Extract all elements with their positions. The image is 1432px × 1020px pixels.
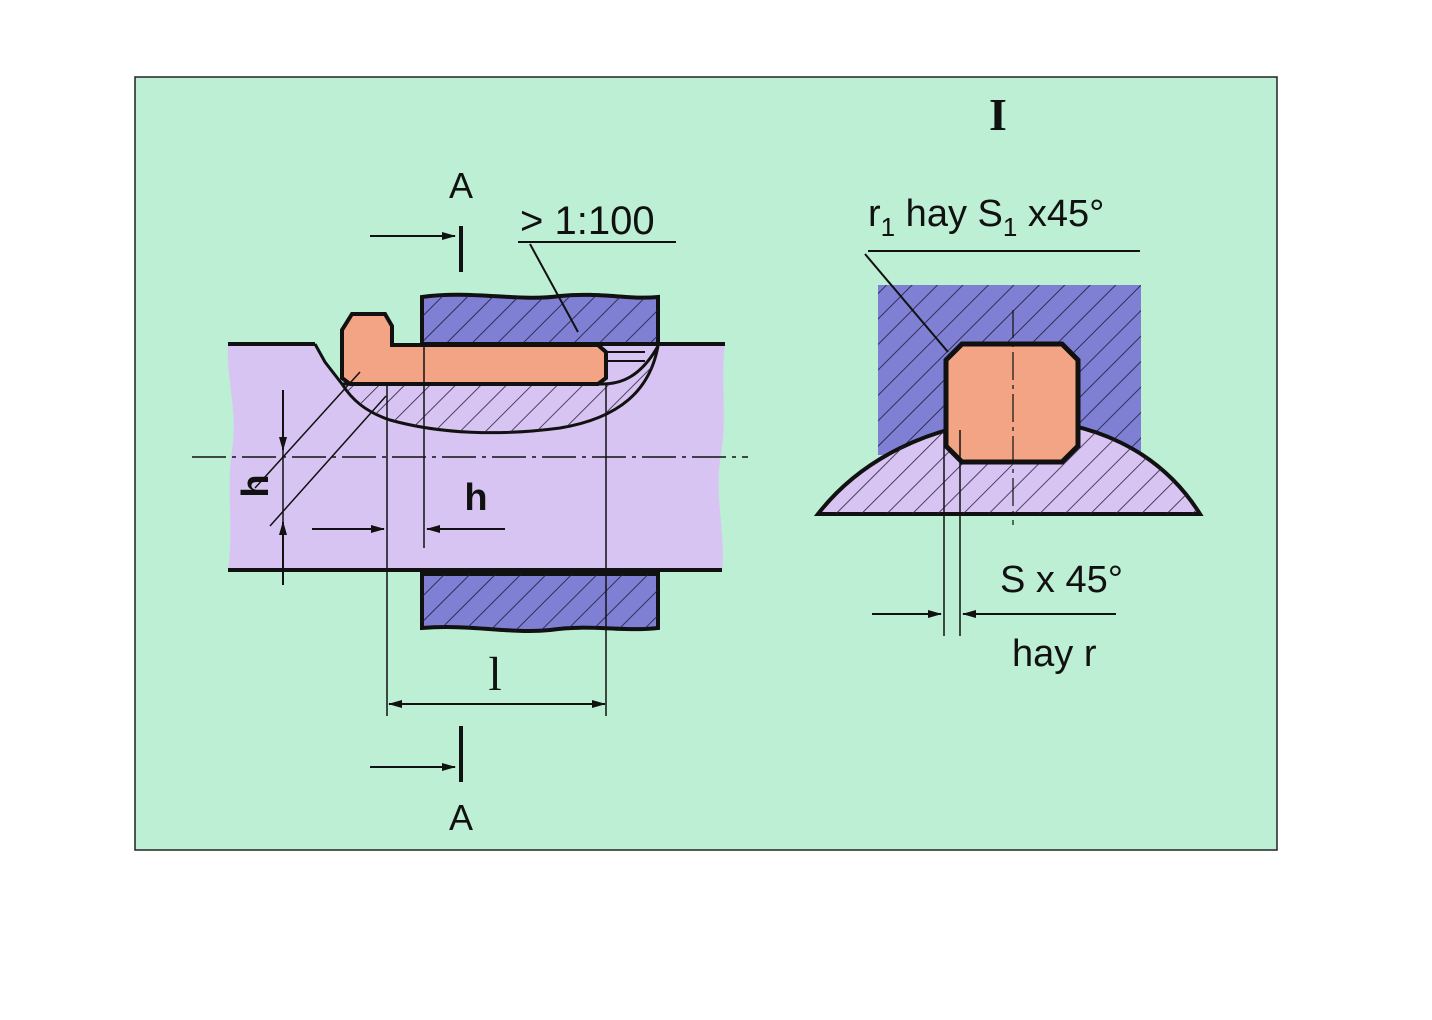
detail-chamfer-alt-label: hay r: [1012, 633, 1097, 675]
gib-head-key: [340, 312, 608, 386]
key-height-label-vertical: h: [235, 474, 277, 497]
detail-view: [813, 250, 1204, 636]
detail-key-section: [943, 341, 1081, 465]
longitudinal-view: [192, 226, 748, 782]
key-height-label-horizontal: h: [464, 477, 487, 519]
key-length-label: l: [488, 648, 501, 701]
detail-chamfer-top-label: r1 hay S1 x45°: [868, 193, 1104, 242]
detail-label: I: [989, 89, 1007, 140]
section-label-top: A: [449, 165, 473, 206]
taper-label: > 1:100: [520, 199, 655, 243]
section-label-bottom: A: [449, 797, 473, 838]
detail-chamfer-bottom-label: S x 45°: [1000, 559, 1123, 601]
